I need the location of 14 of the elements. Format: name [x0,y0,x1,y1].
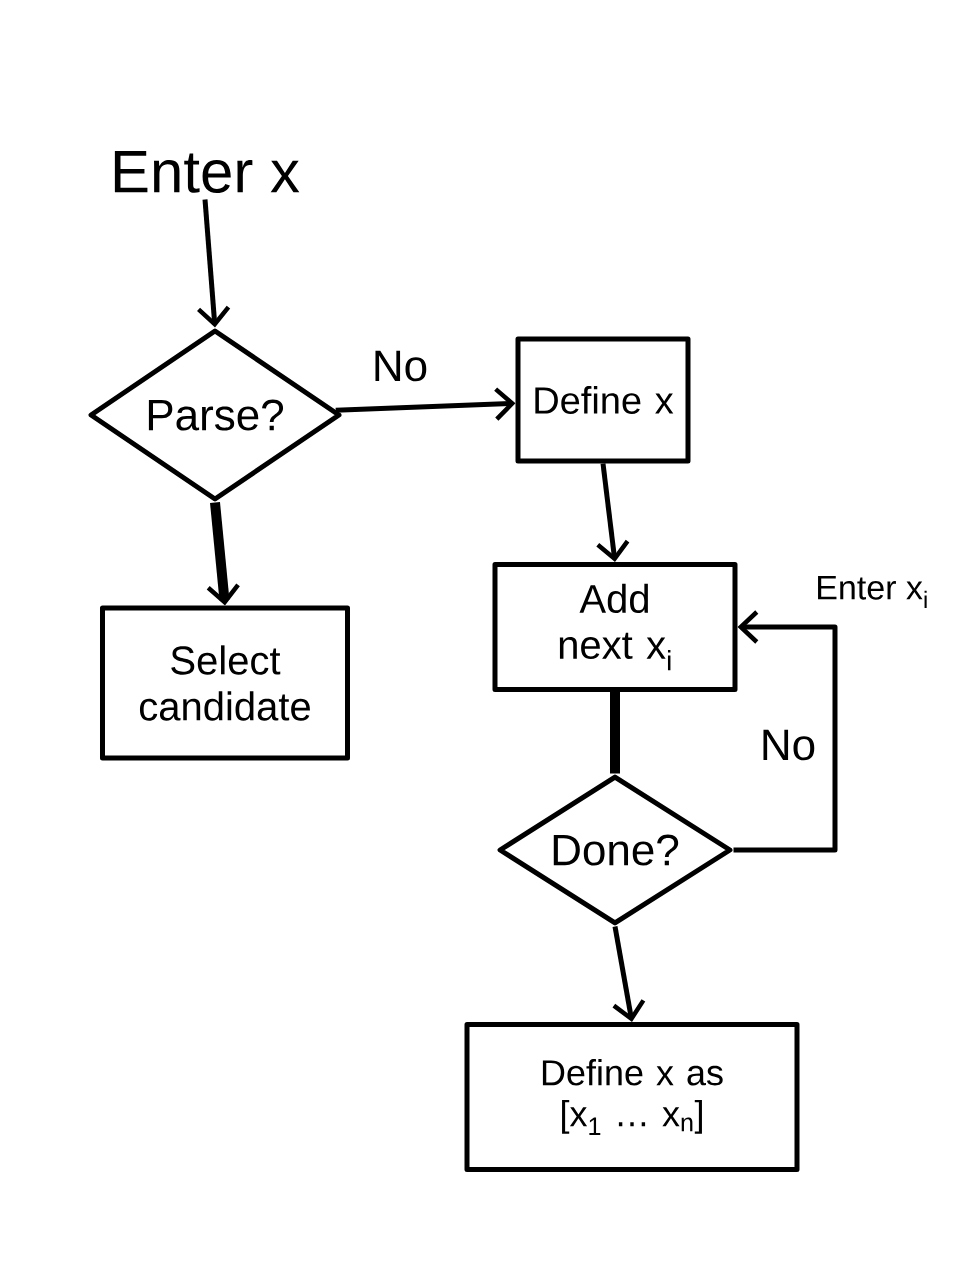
process-box: Select candidate [100,605,350,761]
arrow [612,926,646,1022]
process-box: Add next x$_{i}$ [492,562,738,692]
edge-label: No [368,347,432,385]
start-label: Enter x [114,151,300,193]
edge-label: No [756,726,820,764]
process-box: Define x [515,336,691,464]
process-box: Define x as [x$_{1}$ … x$_{n}$] [464,1022,800,1172]
arrow [596,463,630,562]
annotation: Enter x$_{i}$ [818,575,927,609]
arrow [335,387,516,421]
arrow [197,199,231,328]
arrow [733,610,838,853]
arrow [206,502,240,606]
